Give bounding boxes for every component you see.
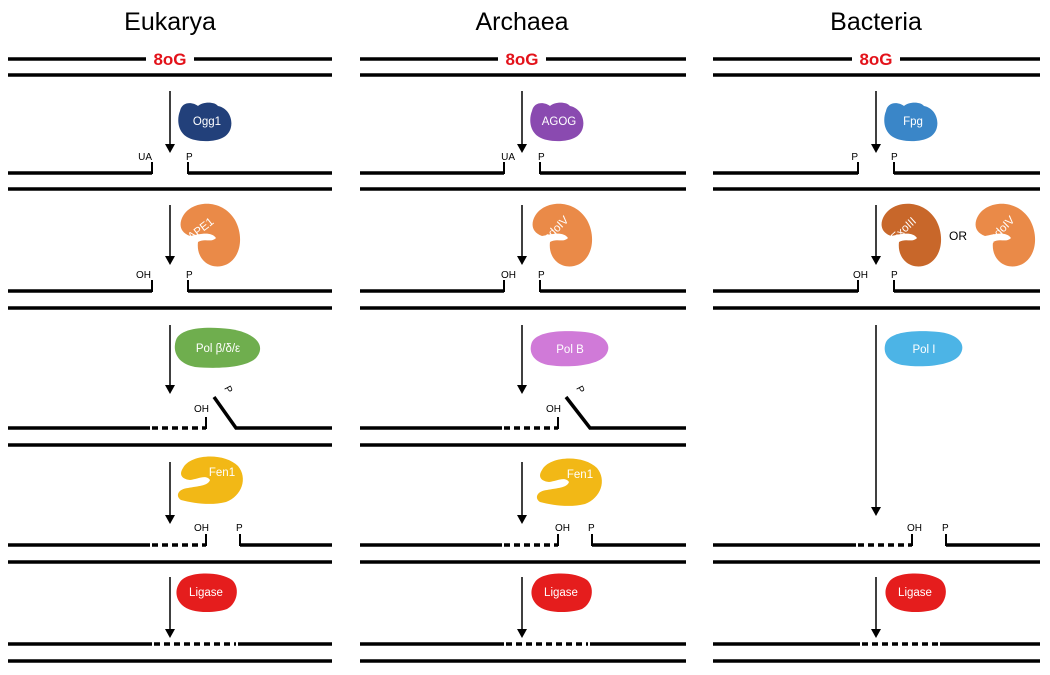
end-label-left: OH: [194, 523, 209, 534]
pacman-enzyme-icon: [975, 203, 1036, 267]
end-label-left: OH: [136, 270, 151, 281]
dna-lesion-step: 8oG: [8, 50, 332, 77]
dna-lesion-step: 8oG: [360, 50, 686, 77]
end-label-left: OH: [907, 523, 922, 534]
blob-enzyme-icon: [885, 573, 946, 613]
ligase-step: Ligase: [8, 573, 332, 663]
end-label-left: OH: [501, 270, 516, 281]
archaea-column: Archaea 8oG AGOG UA P EndoIV: [360, 8, 686, 663]
dna-lesion-step: 8oG: [713, 50, 1040, 77]
blob-enzyme-icon: [530, 331, 609, 367]
ligase-step: Ligase: [713, 573, 1040, 663]
end-label-right: P: [891, 270, 898, 281]
enzyme-label: Ligase: [189, 587, 223, 599]
enzyme-label: Pol I: [912, 344, 935, 356]
blob-enzyme-icon: [884, 331, 963, 367]
end-label-left: OH: [555, 523, 570, 534]
flap-endonuclease-step: Fen1 OH P: [360, 458, 686, 564]
polymerase-step: Pol I OH P: [713, 325, 1040, 564]
or-label: OR: [949, 229, 967, 243]
hook-enzyme-icon: [536, 458, 602, 506]
enzyme-label: Fen1: [209, 467, 235, 479]
glycosylase-step: AGOG UA P: [360, 91, 686, 191]
end-label-left: OH: [194, 404, 209, 415]
blob-enzyme-icon: [176, 573, 237, 613]
end-label-right: P: [186, 270, 193, 281]
column-title: Archaea: [475, 8, 568, 36]
end-label-left: OH: [853, 270, 868, 281]
lesion-label: 8oG: [153, 50, 186, 69]
blob-enzyme-icon: [174, 327, 261, 368]
ap-endonuclease-step: APE1 OH P: [8, 203, 332, 310]
column-title: Bacteria: [830, 8, 922, 36]
enzyme-label: Ligase: [544, 587, 578, 599]
end-label-right: P: [236, 523, 243, 534]
blob-enzyme-icon: [531, 573, 592, 613]
enzyme-label: Ogg1: [193, 116, 221, 128]
enzyme-label: Fpg: [903, 116, 923, 128]
glycosylase-step: Ogg1 UA P: [8, 91, 332, 191]
pacman-enzyme-icon: [532, 203, 593, 267]
pacman-enzyme-icon: [881, 203, 942, 267]
end-label-right: P: [221, 384, 234, 395]
ligase-step: Ligase: [360, 573, 686, 663]
end-label-right: P: [538, 152, 545, 163]
hook-enzyme-icon: [177, 456, 243, 504]
glycosylase-step: Fpg P P: [713, 91, 1040, 191]
enzyme-label: Fen1: [567, 469, 593, 481]
column-title: Eukarya: [124, 8, 216, 36]
end-label-left: UA: [501, 152, 515, 163]
enzyme-label: Pol B: [556, 344, 584, 356]
pacman-enzyme-icon: [180, 203, 241, 267]
bilobed-enzyme-icon: [530, 102, 584, 142]
polymerase-step: Pol β/δ/ε OH P: [8, 325, 332, 447]
enzyme-label: Pol β/δ/ε: [196, 343, 240, 355]
end-label-right: P: [588, 523, 595, 534]
end-label-left: OH: [546, 404, 561, 415]
end-label-right: P: [186, 152, 193, 163]
enzyme-label: Ligase: [898, 587, 932, 599]
enzyme-label: AGOG: [542, 116, 577, 128]
lesion-label: 8oG: [859, 50, 892, 69]
end-label-right: P: [573, 384, 586, 395]
end-label-left: UA: [138, 152, 152, 163]
bilobed-enzyme-icon: [884, 102, 938, 142]
lesion-label: 8oG: [505, 50, 538, 69]
bilobed-enzyme-icon: [178, 102, 232, 142]
bacteria-column: Bacteria 8oG Fpg P P ExoIII OR: [713, 8, 1040, 663]
end-label-left: P: [851, 152, 858, 163]
flap-endonuclease-step: Fen1 OH P: [8, 456, 332, 564]
ap-endonuclease-step: EndoIV OH P: [360, 203, 686, 310]
eukarya-column: Eukarya 8oG Ogg1 UA P APE1: [8, 8, 332, 663]
end-label-right: P: [538, 270, 545, 281]
ap-endonuclease-step: ExoIII OR EndoIV OH P: [713, 203, 1040, 310]
polymerase-step: Pol B OH P: [360, 325, 686, 447]
end-label-right: P: [891, 152, 898, 163]
end-label-right: P: [942, 523, 949, 534]
